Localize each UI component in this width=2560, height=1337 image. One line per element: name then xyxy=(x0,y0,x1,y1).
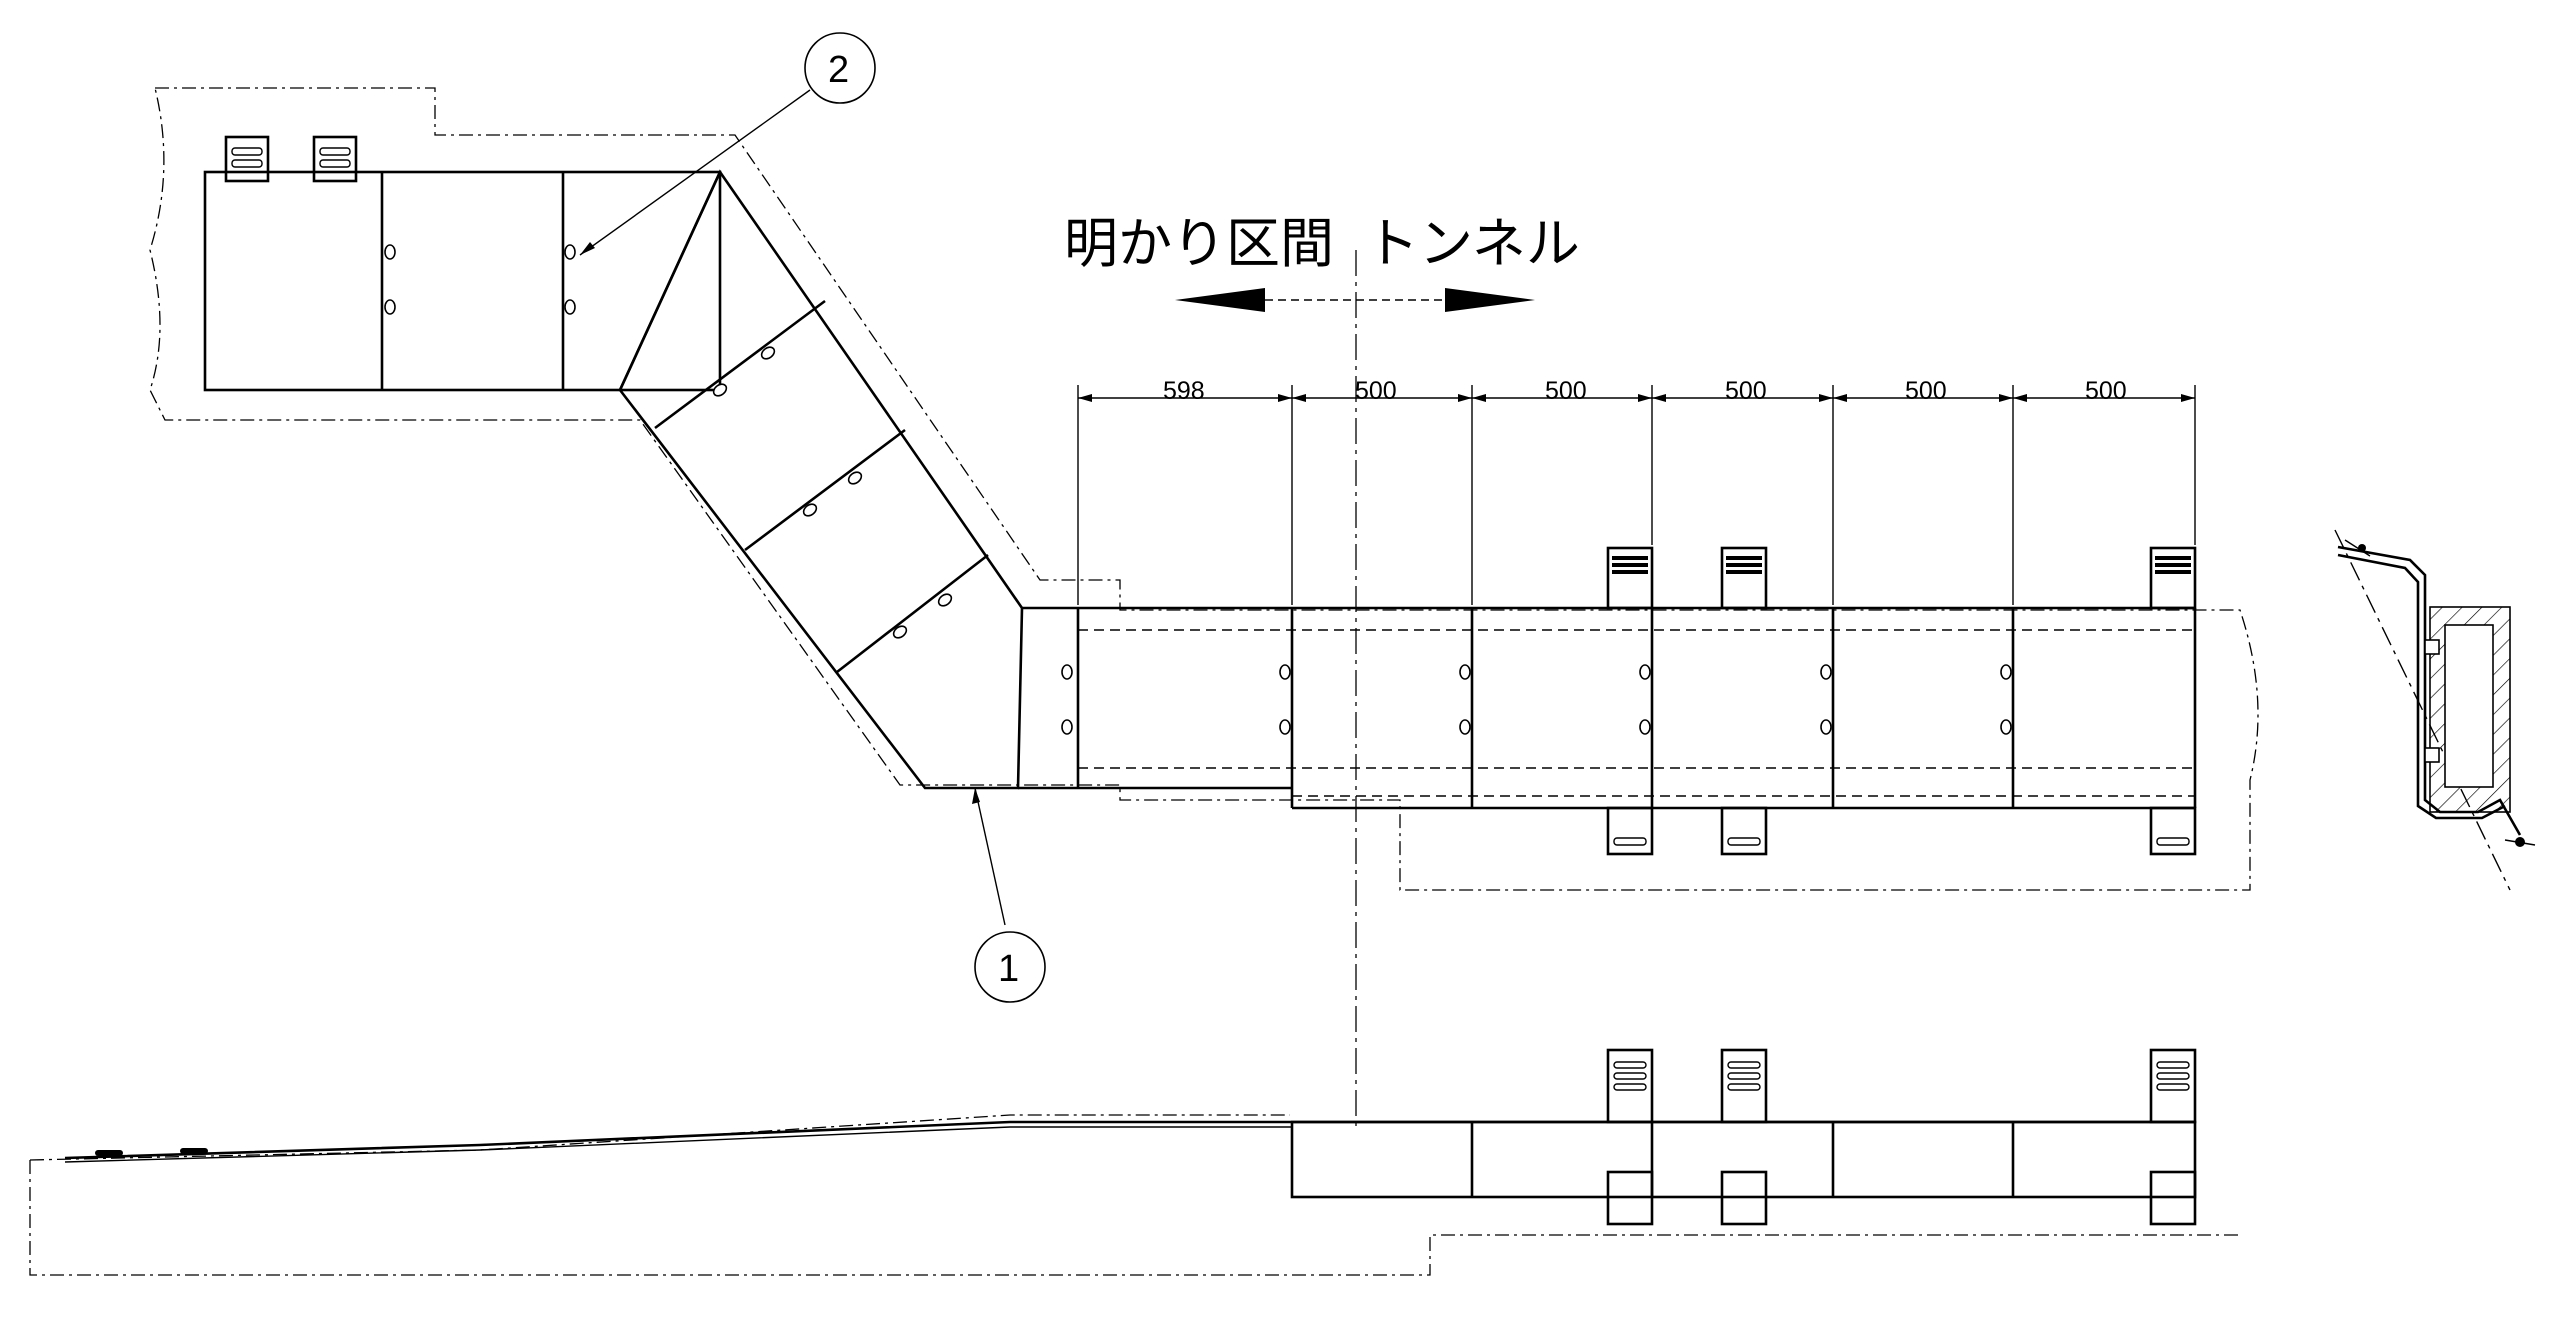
elevation-outline-dashed xyxy=(29,1114,2240,1276)
open-section-label: 明かり区間 xyxy=(1064,212,1334,275)
tunnel-label: トンネル xyxy=(1365,212,1580,275)
svg-text:1: 1 xyxy=(998,948,1019,990)
svg-text:2: 2 xyxy=(828,49,849,91)
upper-brackets xyxy=(1606,546,2197,610)
arrow-right-icon xyxy=(1445,288,1535,312)
lower-brackets xyxy=(1606,806,2197,856)
plan-straight-section xyxy=(1078,546,2197,856)
dimension-chain: 598 500 500 500 500 500 xyxy=(1077,377,2196,605)
diagonal-bolts xyxy=(712,346,1073,735)
bolt-pair-1 xyxy=(384,244,396,315)
top-bracket-1 xyxy=(224,135,270,183)
dimension-value: 500 xyxy=(1725,377,1767,405)
balloon-2: 2 xyxy=(579,32,876,256)
bolt-pair-2 xyxy=(564,244,576,315)
plan-outline-dashed xyxy=(149,87,2259,891)
balloon-1: 1 xyxy=(972,787,1046,1003)
section-labels: 明かり区間 トンネル xyxy=(1064,212,1580,312)
dimension-value: 598 xyxy=(1163,377,1205,405)
elevation-view xyxy=(64,1048,2197,1226)
dimension-value: 500 xyxy=(1545,377,1587,405)
arrow-left-icon xyxy=(1175,288,1265,312)
plan-left-section xyxy=(203,135,722,392)
top-bracket-2 xyxy=(312,135,358,183)
dimension-value: 500 xyxy=(2085,377,2127,405)
dimension-value: 500 xyxy=(1355,377,1397,405)
dimension-value: 500 xyxy=(1905,377,1947,405)
plan-diagonal-section xyxy=(618,169,1080,790)
cross-section-detail xyxy=(2334,529,2536,891)
straight-bolts xyxy=(1279,664,2012,735)
